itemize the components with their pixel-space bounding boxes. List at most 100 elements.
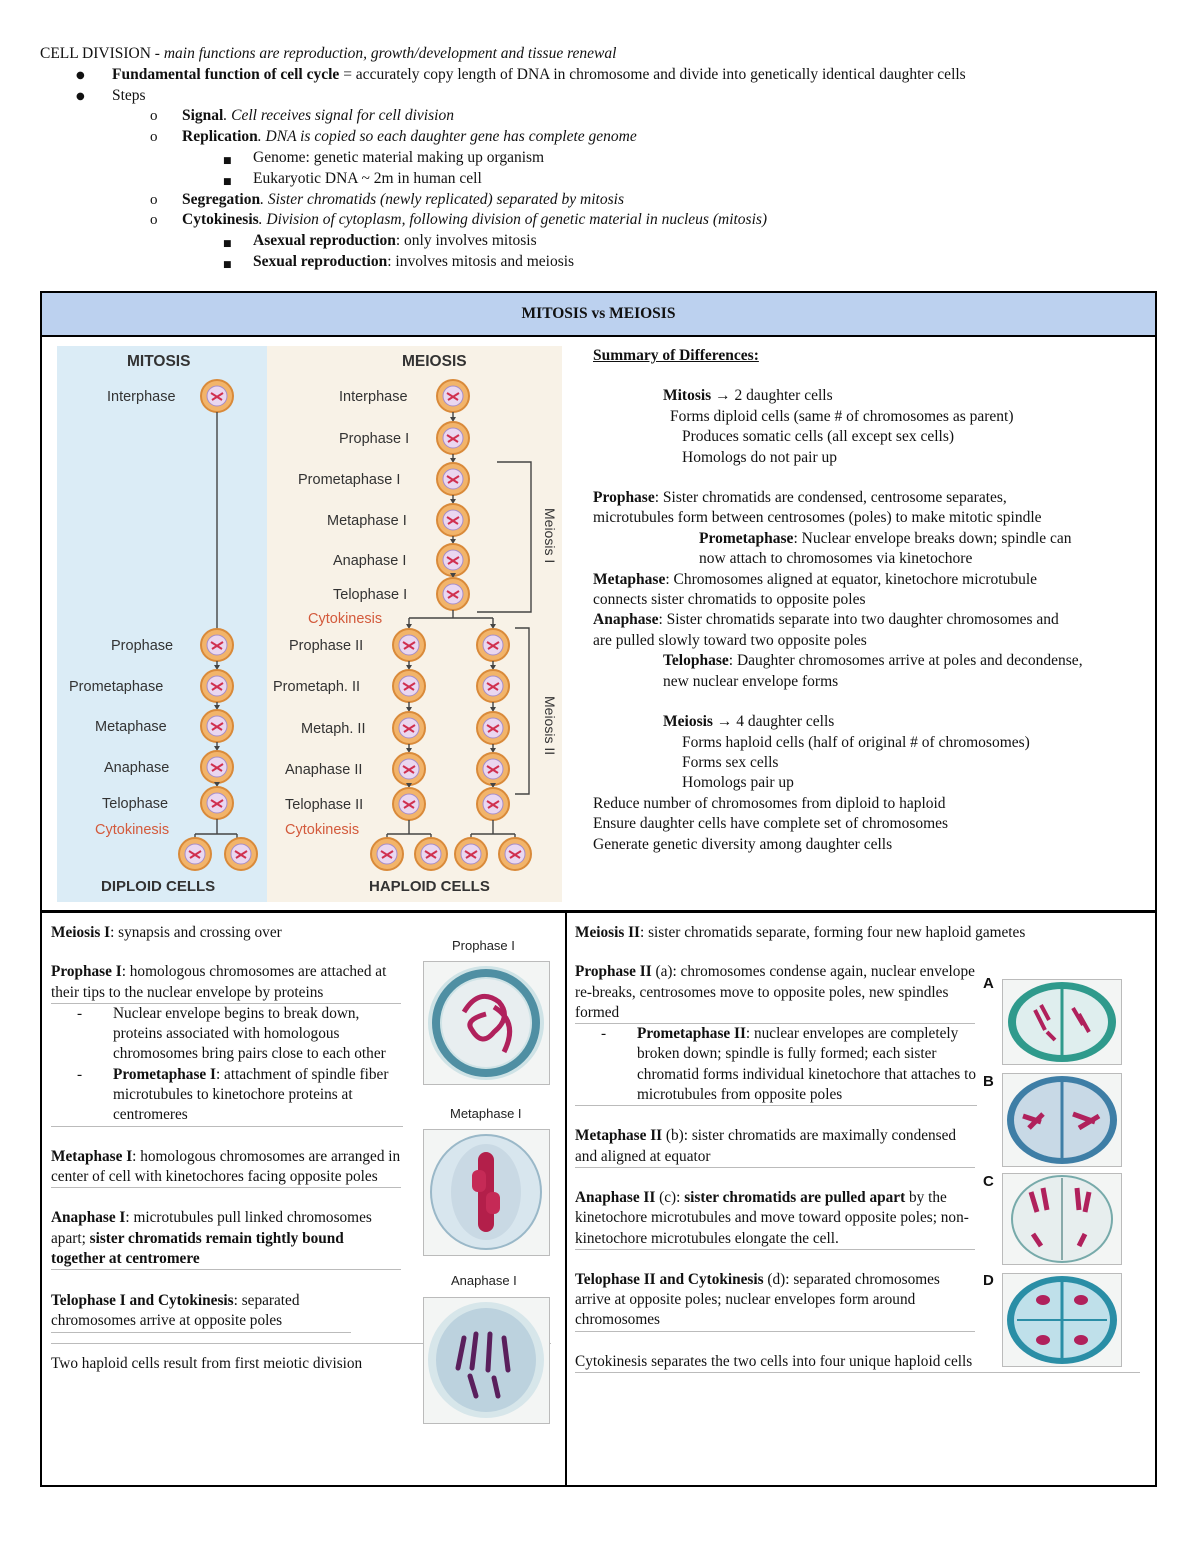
meiosis-purpose-2: Ensure daughter cells have complete set … (593, 815, 949, 833)
meiosis-point-3: Homologs pair up (682, 774, 794, 792)
table-divider-horizontal (42, 910, 1155, 913)
mitosis-stage-1: Prometaphase (69, 679, 163, 695)
chromosome-icon (446, 516, 460, 525)
steps-bullet: ●Steps (76, 86, 146, 104)
arrow-head (406, 748, 412, 753)
photo-label-metaphase-i: Metaphase I (450, 1106, 522, 1121)
arrow-head (214, 665, 220, 670)
anaphase-ii-micrograph (1002, 1173, 1122, 1265)
chromosome-icon (402, 682, 416, 691)
chromosome-icon (380, 850, 394, 859)
meiosis-ii-section: Meiosis II: sister chromatids separate, … (575, 923, 1145, 1374)
mitosis-panel-bg (57, 346, 267, 902)
arrow-head (214, 705, 220, 710)
chromosome-icon (446, 434, 460, 443)
prophase-summary: Prophase: Sister chromatids are condense… (593, 489, 1007, 507)
meiosis1-bracket (477, 461, 532, 613)
mitosis-title: MITOSIS (127, 353, 190, 370)
telophase-ii-text: Telophase II and Cytokinesis (d): separa… (575, 1270, 975, 1332)
prophase-i-sub: -Nuclear envelope begins to break down, … (77, 1004, 386, 1063)
arrow-head (490, 624, 496, 629)
anaphase-i-text: Anaphase I: microtubules pull linked chr… (51, 1208, 401, 1271)
telophase-i-text: Telophase I and Cytokinesis: separated c… (51, 1291, 351, 1333)
meiosis2-stage-3: Anaphase II (285, 762, 362, 778)
arrow-head (406, 707, 412, 712)
arrow-head (490, 707, 496, 712)
diploid-footer: DIPLOID CELLS (101, 878, 215, 895)
chromosome-icon (188, 850, 202, 859)
anaphase-ii-text: Anaphase II (c): sister chromatids are p… (575, 1188, 975, 1250)
metaphase-i-micrograph (423, 1129, 550, 1256)
chromosome-icon (486, 800, 500, 809)
photo-letter-a: A (983, 975, 994, 992)
mitosis-point-1: Forms diploid cells (same # of chromosom… (670, 407, 1014, 425)
mitosis-point-2: Produces somatic cells (all except sex c… (682, 428, 955, 446)
intro-section: CELL DIVISION - main functions are repro… (40, 44, 1160, 273)
asexual-item: ■Asexual reproduction: only involves mit… (223, 232, 537, 250)
prophase-ii-text: Prophase II (a): chromosomes condense ag… (575, 962, 975, 1025)
meiosis1-stage-5: Telophase I (333, 587, 407, 603)
metaphase-ii-micrograph (1002, 1073, 1122, 1167)
mitosis-stage-2: Metaphase (95, 719, 167, 735)
arrow-head (450, 417, 456, 422)
chromosome-icon (446, 392, 460, 401)
arrow-head (490, 783, 496, 788)
chromosome-icon (486, 682, 500, 691)
chromosome-icon (446, 475, 460, 484)
mitosis-summary: Mitosis → 2 daughter cells (663, 387, 833, 405)
meiosis-title: MEIOSIS (402, 353, 467, 370)
meiosis2-stage-1: Prometaph. II (273, 679, 360, 695)
chromosome-icon (402, 765, 416, 774)
arrow-head (490, 665, 496, 670)
mitosis-stage-4: Telophase (102, 796, 168, 812)
chromosome-icon (210, 763, 224, 772)
prophase-ii-micrograph (1002, 979, 1122, 1065)
arrow-head (450, 458, 456, 463)
chromosome-icon (464, 850, 478, 859)
chromosome-icon (234, 850, 248, 859)
meiosis2-stage-4: Telophase II (285, 797, 363, 813)
chromosome-icon (486, 765, 500, 774)
meiosis-i-section: Meiosis I: synapsis and crossing over Pr… (51, 923, 561, 1374)
sexual-item: ■Sexual reproduction: involves mitosis a… (223, 252, 575, 270)
meiosis-i-result: Two haploid cells result from first meio… (51, 1354, 363, 1372)
arrow-head (406, 624, 412, 629)
anaphase-i-micrograph (423, 1297, 550, 1424)
anaphase-summary: Anaphase: Sister chromatids separate int… (593, 611, 1059, 629)
table-header: MITOSIS vs MEIOSIS (42, 293, 1155, 337)
fundamental-bullet: ●Fundamental function of cell cycle = ac… (76, 65, 966, 83)
chromosome-icon (486, 724, 500, 733)
arrow-head (214, 782, 220, 787)
metaphase-i-text: Metaphase I: homologous chromosomes are … (51, 1147, 401, 1189)
meiosis1-stage-0: Interphase (339, 389, 408, 405)
photo-label-anaphase-i: Anaphase I (451, 1273, 517, 1288)
mitosis-stage-3: Anaphase (104, 760, 169, 776)
metaphase-summary: Metaphase: Chromosomes aligned at equato… (593, 570, 1038, 588)
chromosome-icon (446, 556, 460, 565)
intro-subtitle: main functions are reproduction, growth/… (163, 45, 617, 62)
summary-of-differences: Summary of Differences: Mitosis → 2 daug… (593, 346, 1153, 855)
prometaphase-summary: Prometaphase: Nuclear envelope breaks do… (699, 529, 1072, 547)
summary-heading: Summary of Differences: (593, 347, 759, 364)
meiosis-point-2: Forms sex cells (682, 753, 779, 771)
meiosis-i-title: Meiosis I: synapsis and crossing over (51, 924, 282, 941)
photo-letter-b: B (983, 1073, 994, 1090)
arrow-head (450, 499, 456, 504)
meiosis-summary: Meiosis → 4 daughter cells (663, 713, 835, 731)
chromosome-icon (210, 682, 224, 691)
meiosis-ii-final: Cytokinesis separates the two cells into… (575, 1352, 1140, 1374)
prometaphase-i-text: -Prometaphase I: attachment of spindle f… (51, 1065, 403, 1127)
meiosis2-stage-0: Prophase II (289, 638, 363, 654)
meiosis1-stage-4: Anaphase I (333, 553, 406, 569)
meiosis1-bracket-label: Meiosis I (542, 508, 558, 563)
meiosis1-stage-2: Prometaphase I (298, 472, 400, 488)
photo-letter-d: D (983, 1272, 994, 1289)
meiosis1-cytokinesis-label: Cytokinesis (308, 611, 382, 627)
meiosis1-stage-3: Metaphase I (327, 513, 407, 529)
